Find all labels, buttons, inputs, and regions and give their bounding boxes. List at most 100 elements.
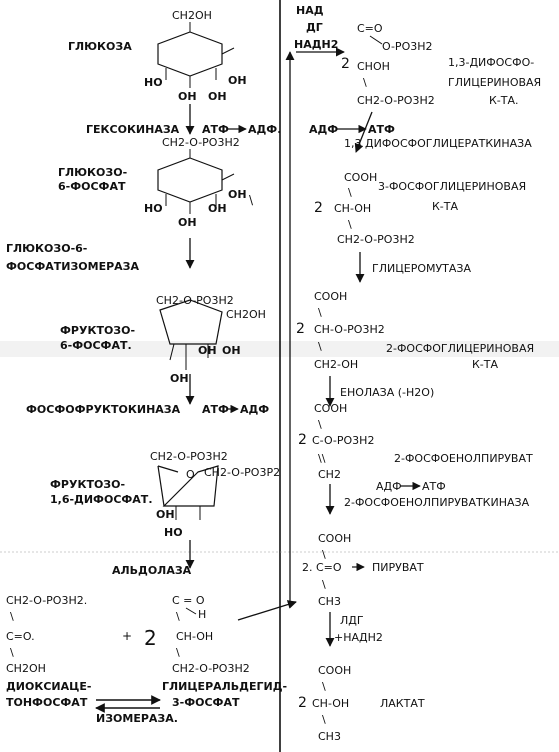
f6p-ring-bond-1 [169, 343, 175, 361]
aldolase-enzyme: АЛЬДОЛАЗА [112, 564, 192, 577]
pgk-atp: АТФ [368, 123, 395, 136]
pfk-atp: АТФ [202, 403, 229, 416]
glucose-ring [157, 31, 223, 77]
bpg-name-line1: 1,3-ДИФОСФО- [448, 56, 534, 69]
pg2-bond-2: \ [318, 340, 322, 353]
pg2-name-line1: 2-ФОСФОГЛИЦЕРИНОВАЯ [386, 342, 534, 355]
pfk-adp: АДФ [240, 403, 269, 416]
f6p-ring [159, 299, 223, 345]
gap-ch2: CH2-O-PO3H2 [172, 662, 250, 675]
g6p-name-line1: ГЛЮКОЗО- [58, 166, 127, 179]
ldh-nadh: +НАДН2 [334, 631, 383, 644]
isomerase2-label: ИЗОМЕРАЗА. [96, 712, 178, 725]
mutase-enzyme: ГЛИЦЕРОМУТАЗА [372, 262, 471, 275]
g6p-ring-bond-4 [221, 173, 235, 181]
pg2-name-line2: К-ТА [472, 358, 498, 371]
dhap-bond-1: \ [10, 610, 14, 623]
hexokinase-atp: АТФ [202, 123, 229, 136]
coefficient-two-bpg: 2 [341, 56, 350, 72]
pg3-choh: CH-OH [334, 202, 371, 215]
f6p-oh-1: OH [198, 344, 217, 357]
isomerase-line2: ФОСФАТИЗОМЕРАЗА [6, 260, 139, 273]
glucose-ring-ch2oh: CH2OH [172, 9, 212, 22]
glucose-name: ГЛЮКОЗА [68, 40, 132, 53]
pyruvate-ch3: CH3 [318, 595, 341, 608]
isomerase-line1: ГЛЮКОЗО-6- [6, 242, 87, 255]
arrow-gap-to-right [237, 600, 297, 621]
f6p-oh-2: OH [222, 344, 241, 357]
f16bp-name-line1: ФРУКТОЗО- [50, 478, 125, 491]
coefficient-two-pep: 2 [298, 432, 307, 448]
pk-enzyme: 2-ФОСФОЕНОЛПИРУВАТКИНАЗА [344, 496, 530, 509]
g6p-oh-1: HO [144, 202, 163, 215]
pg2-cooh: COOH [314, 290, 347, 303]
gapdh-nad: НАД [296, 4, 324, 17]
f6p-ring-right: CH2OH [226, 308, 266, 321]
plus-sign: + [122, 629, 132, 643]
glucose-oh-4: OH [228, 74, 247, 87]
glucose-oh-1: HO [144, 76, 163, 89]
pep-c: C-O-PO3H2 [312, 434, 374, 447]
coefficient-two-pg3: 2 [314, 200, 323, 216]
glucose-oh-2: OH [178, 90, 197, 103]
g6p-ring [157, 157, 223, 203]
bpg-name-line2: ГЛИЦЕРИНОВАЯ [448, 76, 541, 89]
pep-bond-double: \\ [318, 452, 326, 465]
bpg-name-line3: К-ТА. [489, 94, 519, 107]
pyruvate-co: 2. C=O [302, 561, 342, 574]
gap-bond-h [185, 607, 197, 615]
dhap-name-line1: ДИОКСИАЦЕ- [6, 680, 91, 693]
pep-cooh: COOH [314, 402, 347, 415]
pg2-bond-1: \ [318, 306, 322, 319]
dhap-bond-2: \ [10, 646, 14, 659]
hexokinase-adp: АДФ. [248, 123, 281, 136]
f6p-name-line1: ФРУКТОЗО- [60, 324, 135, 337]
gap-bond-2: \ [176, 646, 180, 659]
f16bp-oh-2: HO [164, 526, 183, 539]
arrow-bpg-pg3 [354, 111, 373, 153]
glucose-oh-3: OH [208, 90, 227, 103]
bpg-bond: \ [363, 76, 367, 89]
pg3-name-line2: К-ТА [432, 200, 458, 213]
pgk-enzyme: 1,3 ДИФОСФОГЛИЦЕРАТКИНАЗА [344, 137, 532, 150]
pk-adp: АДФ [376, 480, 402, 493]
gap-co: C = O [172, 594, 205, 607]
bpg-ch2: CH2-O-PO3H2 [357, 94, 435, 107]
gapdh-nadh: НАДН2 [294, 38, 338, 51]
f6p-oh-3: OH [170, 372, 189, 385]
pg3-cooh: COOH [344, 171, 377, 184]
pyruvate-bond-2: \ [322, 578, 326, 591]
ldh-enzyme: ЛДГ [340, 614, 364, 627]
coefficient-two-lactate: 2 [298, 695, 307, 711]
hexokinase-enzyme: ГЕКСОКИНАЗА [86, 123, 180, 136]
f6p-ring-left: CH2-O-PO3H2 [156, 294, 234, 307]
f16bp-ring-left: CH2-O-PO3H2 [150, 450, 228, 463]
bpg-chon: CHOH [357, 60, 390, 73]
gap-h: H [198, 608, 206, 621]
dhap-name-line2: ТОНФОСФАТ [6, 696, 88, 709]
pep-bond-1: \ [318, 418, 322, 431]
coefficient-two-pg2: 2 [296, 321, 305, 337]
g6p-name-line2: 6-ФОСФАТ [58, 180, 126, 193]
g6p-ring-top: CH2-O-PO3H2 [162, 136, 240, 149]
lactate-name: ЛАКТАТ [380, 697, 425, 710]
pyruvate-cooh: COOH [318, 532, 351, 545]
f16bp-ring-o: O [186, 468, 195, 481]
bpg-bond-o [369, 35, 383, 45]
dhap-line1: CH2-O-PO3H2. [6, 594, 87, 607]
lactate-bond-1: \ [322, 680, 326, 693]
f6p-name-line2: 6-ФОСФАТ. [60, 339, 132, 352]
pg2-ch2oh: CH2-OH [314, 358, 358, 371]
pg3-ch2: CH2-O-PO3H2 [337, 233, 415, 246]
lactate-cooh: COOH [318, 664, 351, 677]
f16bp-ring [157, 465, 219, 507]
g6p-oh-4: OH [228, 188, 247, 201]
enolase-enzyme: ЕНОЛАЗА (-H2O) [340, 386, 434, 399]
f16bp-ring-right: CH2-O-PO3P2 [204, 466, 280, 479]
g6p-tick-mark: \ [249, 193, 254, 207]
g6p-oh-3: OH [208, 202, 227, 215]
pk-atp: АТФ [422, 480, 446, 493]
pep-ch2: CH2 [318, 468, 341, 481]
f16bp-name-line2: 1,6-ДИФОСФАТ. [50, 493, 153, 506]
gap-bond-1: \ [176, 610, 180, 623]
